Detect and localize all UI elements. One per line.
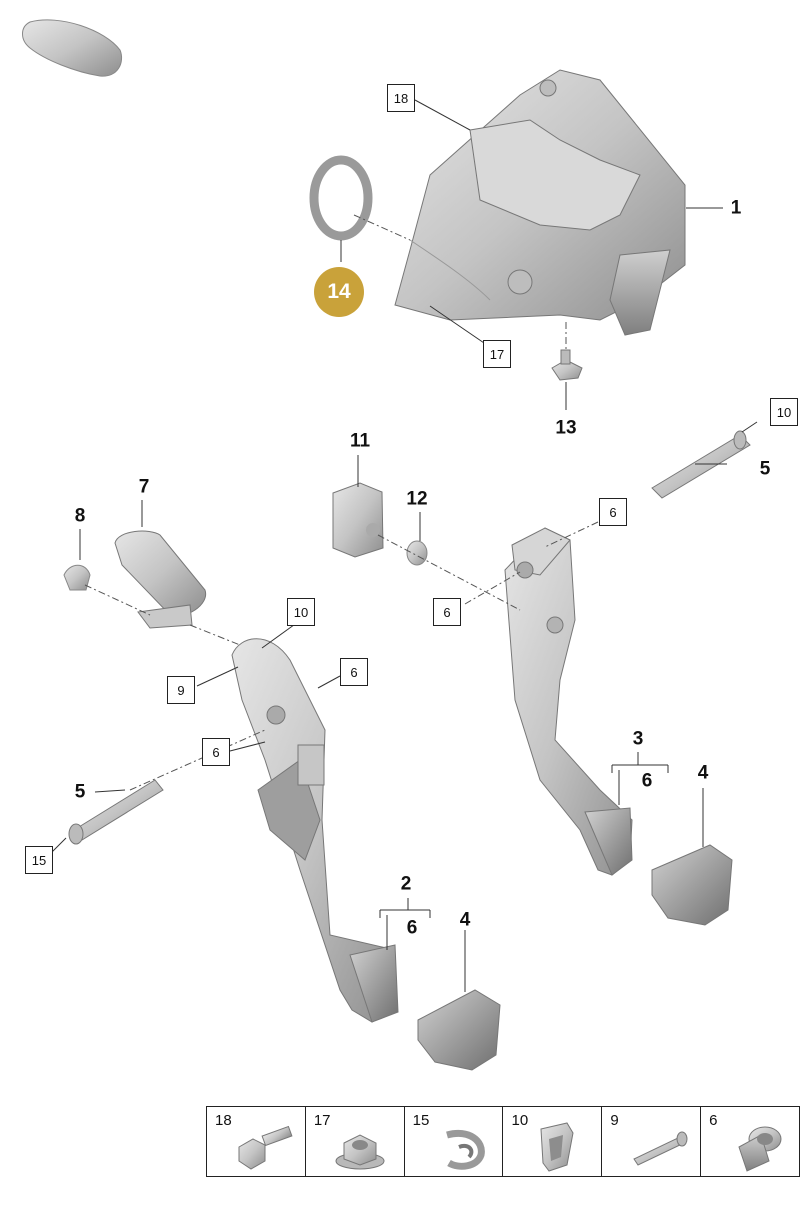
legend-num: 17 — [313, 1112, 331, 1129]
callout-7: 7 — [138, 476, 150, 498]
box-callout-6-a: 6 — [599, 498, 627, 526]
callout-2: 2 — [400, 873, 412, 895]
legend-cell-10[interactable]: 10 — [503, 1107, 603, 1176]
legend-cell-6[interactable]: 6 — [701, 1107, 799, 1176]
box-callout-6-b: 6 — [433, 598, 461, 626]
actuator-7 — [114, 530, 207, 629]
flange-nut-icon — [335, 1134, 385, 1170]
legend-num: 10 — [511, 1112, 529, 1129]
pin-right — [651, 434, 751, 499]
sensor-11 — [332, 482, 384, 558]
pin-left — [73, 779, 164, 841]
callout-8: 8 — [74, 505, 86, 527]
highlighted-callout-14[interactable]: 14 — [314, 267, 364, 317]
box-callout-9: 9 — [167, 676, 195, 704]
legend-num: 15 — [412, 1112, 430, 1129]
retaining-clip-icon — [445, 1130, 485, 1170]
cap-12 — [406, 540, 428, 566]
box-callout-10-left: 10 — [287, 598, 315, 626]
legend-cell-9[interactable]: 9 — [602, 1107, 702, 1176]
pedal-pad-left — [417, 989, 501, 1071]
left-pedal — [231, 638, 399, 1023]
legend-num: 18 — [215, 1112, 232, 1129]
box-callout-17: 17 — [483, 340, 511, 368]
callout-5-left: 5 — [74, 781, 86, 803]
rubber-cap — [22, 19, 123, 77]
pedal-bracket — [394, 69, 686, 336]
callout-12: 12 — [406, 488, 428, 510]
box-callout-6-c: 6 — [340, 658, 368, 686]
callout-4-left: 4 — [459, 909, 471, 931]
right-pedal — [504, 527, 633, 876]
box-callout-6-d: 6 — [202, 738, 230, 766]
legend-num: 6 — [709, 1112, 718, 1129]
sealing-ring — [309, 155, 373, 241]
box-callout-18: 18 — [387, 84, 415, 112]
callout-11: 11 — [349, 430, 371, 452]
callout-4-right: 4 — [697, 762, 709, 784]
pedal-pad-right — [651, 844, 733, 926]
spring-clip-icon — [540, 1122, 575, 1172]
pin-icon — [633, 1131, 688, 1166]
callout-3-sub: 6 — [641, 770, 653, 792]
callout-3: 3 — [632, 728, 644, 750]
legend-cell-17[interactable]: 17 — [306, 1107, 405, 1176]
clip-8 — [63, 564, 91, 591]
callout-13: 13 — [555, 417, 577, 439]
legend-cell-15[interactable]: 15 — [405, 1107, 504, 1176]
box-callout-10-right: 10 — [770, 398, 798, 426]
callout-1: 1 — [730, 197, 742, 219]
callout-2-sub: 6 — [406, 917, 418, 939]
bushing-icon — [738, 1126, 782, 1172]
callout-5-right: 5 — [759, 458, 771, 480]
bolt-icon — [238, 1125, 293, 1170]
legend-cell-18[interactable]: 18 — [207, 1107, 306, 1176]
box-callout-15: 15 — [25, 846, 53, 874]
hardware-legend: 18 17 15 10 9 6 — [206, 1106, 800, 1177]
legend-num: 9 — [610, 1112, 619, 1129]
